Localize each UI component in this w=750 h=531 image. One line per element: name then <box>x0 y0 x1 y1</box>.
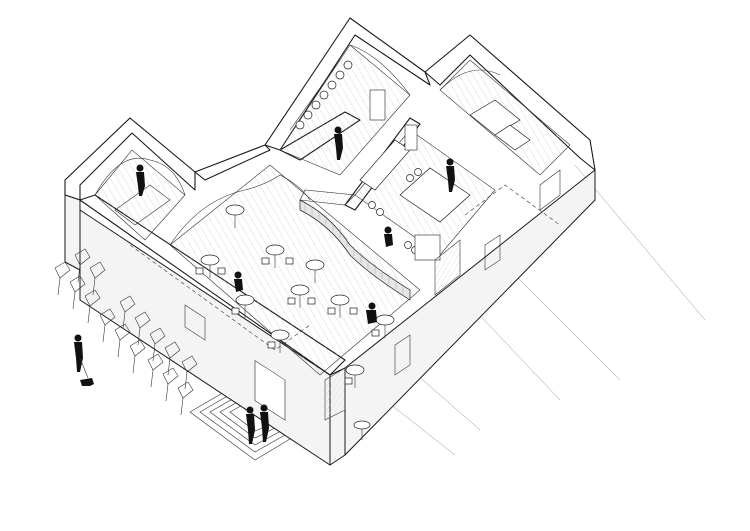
cafe-furniture <box>195 60 426 388</box>
bar-stools <box>295 60 353 130</box>
cafe-table <box>345 364 365 388</box>
cafe-chair <box>349 307 358 315</box>
cafe-table <box>225 204 245 228</box>
cafe-chair <box>287 297 296 305</box>
cafe-chair <box>261 257 270 265</box>
chair-row-3 <box>147 341 198 416</box>
entrance-table <box>353 420 371 440</box>
person-silhouette <box>446 158 455 192</box>
person-silhouette <box>136 164 145 196</box>
person-silhouette <box>246 406 255 444</box>
curved-screen <box>299 199 411 301</box>
cafe-floor <box>169 164 421 376</box>
cafe-chair <box>267 341 276 349</box>
cafe-chair <box>231 307 240 315</box>
person-silhouette <box>334 126 343 160</box>
person-silhouette <box>234 271 243 292</box>
outdoor-chairs <box>54 248 198 416</box>
hidden-lines <box>129 184 561 351</box>
person-silhouette <box>260 404 269 442</box>
dog-silhouette <box>79 357 94 386</box>
people <box>74 126 455 444</box>
cafe-table <box>375 314 395 338</box>
cafe-table <box>235 294 255 318</box>
cafe-chair <box>217 267 226 275</box>
cafe-table <box>330 294 350 318</box>
chair-row-1 <box>54 248 106 324</box>
cafe-table <box>200 254 220 278</box>
person-silhouette <box>384 226 393 247</box>
cafe-chair <box>327 307 336 315</box>
cafe-table <box>305 259 325 283</box>
cafe-chair <box>285 257 294 265</box>
upper-room <box>279 44 411 176</box>
chair-row-2 <box>99 295 166 374</box>
cafe-chair <box>371 329 380 337</box>
cafe-chair <box>344 377 353 385</box>
cafe-table <box>270 329 290 353</box>
person-silhouette <box>74 334 83 372</box>
kitchen-room <box>354 129 496 256</box>
cafe-chair <box>195 267 204 275</box>
cafe-table <box>290 284 310 308</box>
back-rooms <box>439 59 571 176</box>
interior-wall-hatching <box>299 189 461 421</box>
cafe-chair <box>307 297 316 305</box>
person-silhouette <box>366 302 377 324</box>
windows <box>184 169 561 376</box>
cafe-table <box>265 244 285 268</box>
